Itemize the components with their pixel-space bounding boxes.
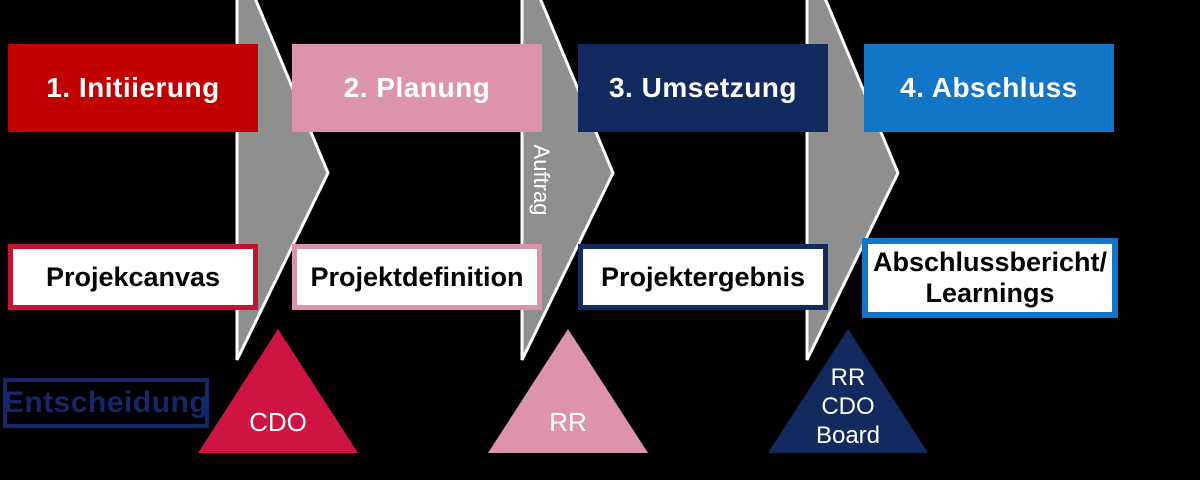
phase-box-planung: 2. Planung <box>292 44 542 132</box>
phase-box-initiierung: 1. Initiierung <box>8 44 258 132</box>
flow-chevron-arrow-icon-3 <box>805 0 900 361</box>
milestone-label-rr: RR <box>549 407 587 437</box>
connector-label-auftrag: Auftrag <box>529 144 554 216</box>
phase-label: 1. Initiierung <box>46 72 220 103</box>
milestone-triangle-cdo <box>198 329 358 453</box>
flow-chevron-arrow-icon-1 <box>235 0 330 361</box>
phase-label: 3. Umsetzung <box>608 72 798 103</box>
deliverable-label: Projektergebnis <box>600 261 806 292</box>
phase-label: 4. Abschluss <box>900 72 1078 103</box>
deliverable-box-projektergebnis: Projektergebnis <box>578 244 828 310</box>
deliverable-box-abschlussbericht: Abschlussbericht/ Learnings <box>862 238 1118 318</box>
phase-box-abschluss: 4. Abschluss <box>864 44 1114 132</box>
milestone-label-cdo: CDO <box>249 407 307 437</box>
decision-legend-label: Entscheidung <box>3 386 209 419</box>
deliverable-label-line-2: Learnings <box>925 278 1055 308</box>
deliverable-label: Projektdefinition <box>310 261 524 292</box>
milestone-triangle-rr-cdo-board <box>768 329 928 453</box>
phase-box-umsetzung: 3. Umsetzung <box>578 44 828 132</box>
decision-legend-box: Entscheidung <box>3 378 209 428</box>
deliverable-label-line-1: Abschlussbericht/ <box>872 247 1108 277</box>
milestone-triangle-rr <box>488 329 648 453</box>
phase-label: 2. Planung <box>343 72 491 103</box>
milestone-label-rr-cdo-board: RR CDO Board <box>815 364 881 449</box>
deliverable-box-projektdefinition: Projektdefinition <box>292 244 542 310</box>
flow-chevron-arrow-icon-2 <box>520 0 615 361</box>
deliverable-label: Projekcanvas <box>45 261 221 292</box>
deliverable-box-projekcanvas: Projekcanvas <box>8 244 258 310</box>
